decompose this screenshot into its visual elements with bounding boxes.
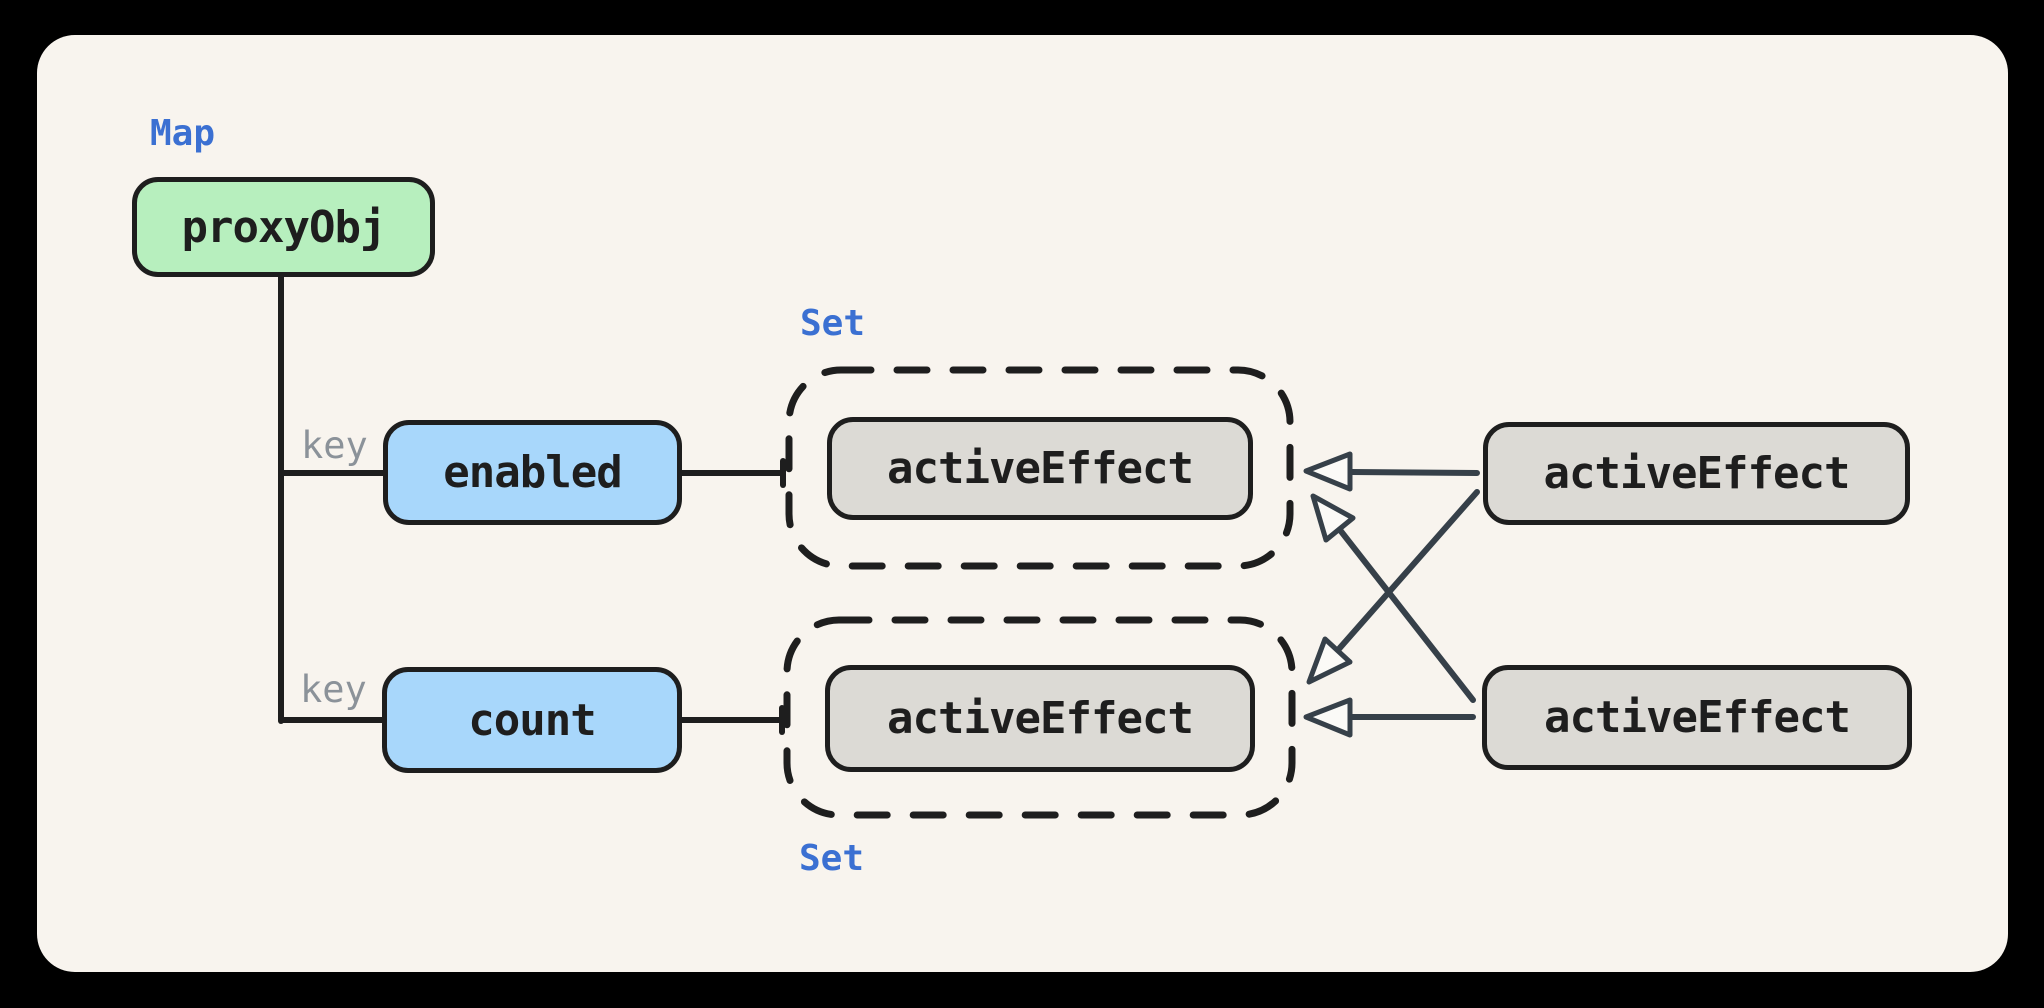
dep-effect-top-node: activeEffect	[827, 417, 1253, 520]
arrowhead-cross-down-icon	[1306, 636, 1353, 685]
dep-set-bottom-container	[783, 616, 1296, 819]
dep-effect-bottom-node: activeEffect	[825, 665, 1255, 772]
effect-top-right-label: activeEffect	[1543, 448, 1851, 499]
trigger-arrow-cross-down-line	[1335, 489, 1480, 653]
map-label: Map	[150, 113, 216, 154]
dep-set-top-container	[785, 366, 1294, 570]
arrowhead-top-icon	[1303, 451, 1353, 492]
key-label-bottom: key	[300, 668, 367, 711]
key-enabled-node: enabled	[383, 420, 682, 525]
key-label-top: key	[301, 424, 368, 467]
key-count-node: count	[382, 667, 682, 773]
effect-top-right-node: activeEffect	[1483, 422, 1910, 525]
trigger-arrow-cross-up-line	[1337, 527, 1476, 703]
effect-bottom-right-node: activeEffect	[1482, 665, 1912, 770]
arrowhead-cross-up-icon	[1310, 493, 1356, 543]
key-enabled-label: enabled	[443, 447, 622, 498]
set-label-bottom: Set	[799, 838, 865, 879]
arrowhead-bottom-icon	[1303, 697, 1353, 738]
effect-bottom-right-label: activeEffect	[1544, 692, 1851, 743]
key-count-label: count	[468, 694, 596, 746]
set-label-top: Set	[800, 303, 866, 344]
dep-effect-top-label: activeEffect	[887, 443, 1194, 494]
proxy-obj-label: proxyObj	[181, 201, 387, 253]
proxy-obj-node: proxyObj	[132, 177, 435, 277]
dep-effect-bottom-label: activeEffect	[887, 693, 1194, 744]
trigger-arrow-top-line	[1349, 469, 1480, 476]
